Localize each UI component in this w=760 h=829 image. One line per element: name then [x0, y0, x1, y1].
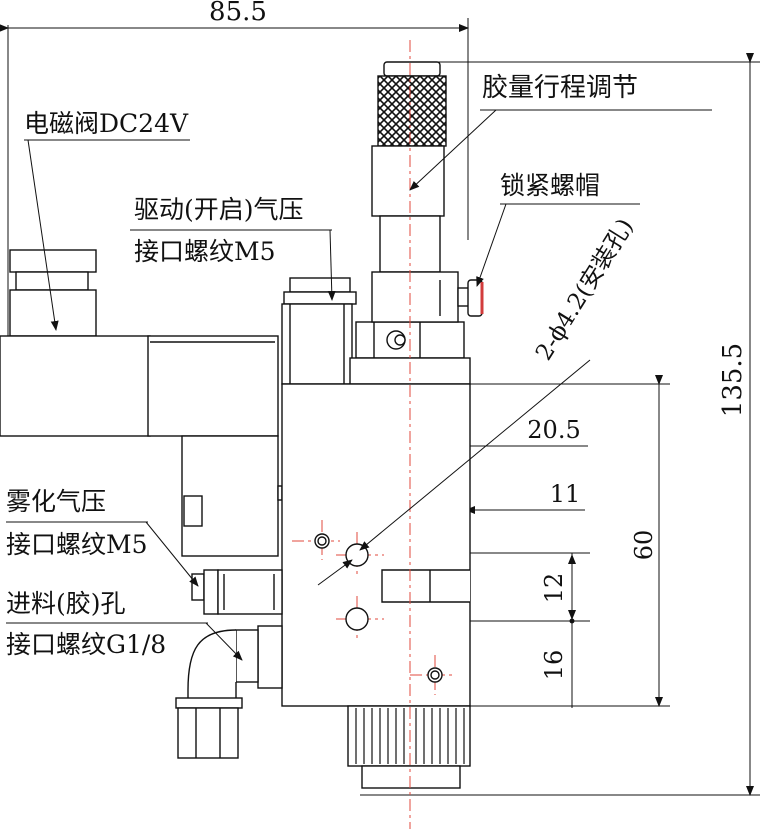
- label-atomize-1: 雾化气压: [6, 487, 106, 516]
- port-hole-lower: [345, 607, 369, 631]
- dim-body-height-group: [470, 375, 670, 707]
- lock-nut: [467, 279, 483, 317]
- port-hole-upper: [345, 543, 369, 567]
- label-lock-nut: 锁紧螺帽: [500, 171, 600, 200]
- label-feed-2: 接口螺纹G1/8: [6, 630, 166, 659]
- label-solenoid-valve: 电磁阀DC24V: [24, 109, 189, 138]
- label-drive-pressure-1: 驱动(开启)气压: [134, 195, 304, 224]
- dim-total-height: 135.5: [718, 343, 748, 417]
- label-drive-pressure-2: 接口螺纹M5: [134, 237, 276, 266]
- atomize-fitting: [191, 569, 283, 615]
- dim-height-group: [360, 53, 760, 796]
- label-atomize-2: 接口螺纹M5: [6, 530, 148, 559]
- dim-body-height: 60: [630, 530, 658, 561]
- dim-12: 12: [540, 573, 568, 604]
- dim-11: 11: [550, 480, 581, 508]
- label-glue-stroke: 胶量行程调节: [482, 73, 638, 103]
- valve-body: [281, 277, 471, 789]
- dim-16: 16: [540, 650, 568, 681]
- leader-lines: [6, 109, 712, 661]
- dim-20-5: 20.5: [527, 416, 580, 444]
- solenoid-valve: [0, 249, 283, 557]
- feed-elbow-fitting: [175, 625, 283, 759]
- label-feed-1: 进料(胶)孔: [6, 589, 126, 618]
- bottom-nut-knurl: [355, 708, 465, 764]
- micrometer: [371, 61, 471, 323]
- dim-junction-dot: [569, 618, 575, 624]
- label-mount-holes: 2-ϕ4.2(安装孔): [531, 214, 639, 365]
- dim-total-width: 85.5: [209, 0, 267, 27]
